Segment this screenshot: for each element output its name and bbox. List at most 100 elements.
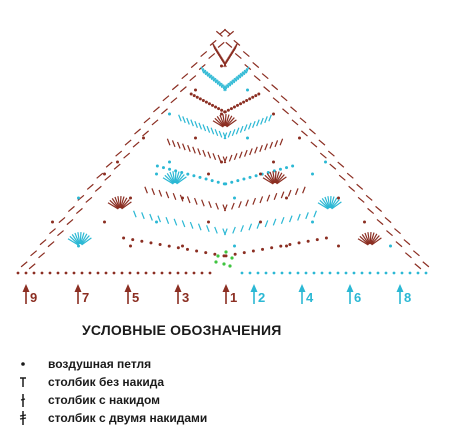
stitch-mark <box>197 148 201 156</box>
stitch-mark <box>232 226 236 234</box>
stitch-mark <box>175 172 183 184</box>
foundation-chain <box>320 271 324 275</box>
stitch-mark <box>365 194 373 201</box>
stitch-mark <box>305 212 309 220</box>
stitch-mark <box>403 239 411 246</box>
stitch-mark <box>193 197 198 205</box>
stitch-mark <box>252 62 260 69</box>
chain-stitch <box>298 136 301 140</box>
stitch-mark <box>263 86 271 93</box>
stitch-mark <box>157 215 162 223</box>
stitch-mark <box>384 216 392 224</box>
row-number-label: 3 <box>182 290 189 305</box>
stitch-mark <box>271 84 279 91</box>
stitch-mark <box>151 188 156 196</box>
stitch-mark <box>223 156 228 164</box>
stitch-mark <box>173 218 178 226</box>
chain-stitch <box>239 102 243 106</box>
foundation-chain <box>288 271 292 275</box>
foundation-chain <box>48 271 52 275</box>
stitch-mark <box>233 76 238 84</box>
chain-stitch <box>324 236 328 240</box>
stitch-mark <box>302 186 306 194</box>
chain-stitch <box>259 172 262 176</box>
chain-stitch <box>236 179 240 183</box>
stitch-mark <box>113 163 121 170</box>
start-ring-stitch <box>224 250 228 254</box>
stitch-mark <box>247 122 252 130</box>
stitch-mark <box>319 152 327 159</box>
stitch-mark <box>67 238 79 246</box>
chain-stitch <box>103 220 106 224</box>
stitch-mark <box>219 114 225 127</box>
stitch-mark <box>182 116 186 124</box>
chain-stitch <box>337 196 340 200</box>
foundation-chain <box>416 271 420 275</box>
stitch-mark <box>273 193 278 200</box>
stitch-mark <box>268 114 272 122</box>
foundation-chain <box>80 271 84 275</box>
stitch-mark <box>170 97 178 104</box>
stitch-mark <box>274 171 280 184</box>
stitch-mark <box>414 263 422 270</box>
chain-stitch <box>207 172 210 176</box>
stitch-mark <box>348 185 356 192</box>
stitch-mark <box>359 235 369 246</box>
stitch-mark <box>133 210 137 218</box>
stitch-mark <box>249 148 253 156</box>
stitch-mark <box>120 199 130 209</box>
start-ring-stitch <box>214 260 218 264</box>
stitch-mark <box>69 235 79 246</box>
row-arrow-icon <box>124 284 132 292</box>
chain-stitch <box>207 102 211 106</box>
chain-stitch <box>176 246 180 250</box>
chain-stitch <box>220 160 223 164</box>
stitch-mark <box>158 189 163 197</box>
stitch-mark <box>165 191 170 199</box>
stitch-mark <box>225 41 233 48</box>
row-number-marker: 4 <box>298 284 314 305</box>
chain-stitch <box>155 172 158 176</box>
stitch-mark <box>394 228 401 235</box>
foundation-chain <box>344 271 348 275</box>
stitch-mark <box>176 176 187 185</box>
stitch-mark <box>329 195 332 209</box>
stitch-mark <box>370 233 378 245</box>
stitch-mark <box>242 50 250 58</box>
stitch-mark <box>178 114 182 122</box>
stitch-mark <box>329 163 337 170</box>
stitch-mark <box>119 195 122 209</box>
stitch-mark <box>74 232 80 245</box>
foundation-chain <box>72 271 76 275</box>
stitch-mark <box>216 79 221 87</box>
stitch-mark <box>331 201 342 210</box>
chain-stitch <box>149 241 153 245</box>
foundation-chain <box>256 271 260 275</box>
chain-stitch <box>223 110 227 114</box>
stitch-mark <box>208 52 216 60</box>
chain-stitch <box>311 220 314 224</box>
stitch-mark <box>264 143 268 151</box>
chain-stitch <box>192 174 196 178</box>
stitch-mark <box>202 149 206 157</box>
stitch-mark <box>266 173 275 184</box>
stitch-mark <box>276 176 287 185</box>
foundation-chain <box>368 271 372 275</box>
stitch-mark <box>319 199 329 210</box>
chain-stitch <box>278 167 282 171</box>
stitch-mark <box>202 68 207 76</box>
chain-stitch <box>129 244 132 248</box>
chain-stitch <box>242 251 246 255</box>
stitch-mark <box>412 250 420 257</box>
stitch-mark <box>238 201 242 209</box>
row-number-label: 2 <box>258 290 265 305</box>
double-crochet-icon <box>20 394 26 407</box>
stitch-mark <box>214 226 218 234</box>
chain-stitch <box>306 239 310 243</box>
stitch-mark <box>313 210 317 218</box>
stitch-mark <box>114 196 120 209</box>
chain-stitch <box>285 196 288 200</box>
chain-stitch <box>168 112 171 116</box>
foundation-chain <box>136 271 140 275</box>
row-number-label: 8 <box>404 290 411 305</box>
